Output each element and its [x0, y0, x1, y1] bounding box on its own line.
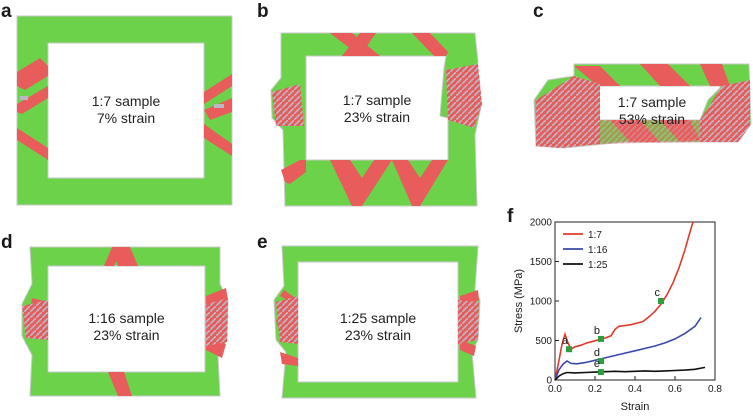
caption-b-sample: 1:7 sample	[342, 92, 412, 108]
panel-letter-c: c	[533, 1, 544, 22]
y-tick-label: 1500	[530, 257, 553, 268]
annotation-marker	[598, 358, 604, 365]
annotation-label: a	[562, 335, 569, 347]
annotation-marker	[566, 346, 572, 353]
caption-e: 1:25 sample 23% strain	[298, 310, 458, 344]
caption-a-strain: 7% strain	[96, 110, 156, 126]
caption-b-strain: 23% strain	[343, 109, 411, 125]
caption-e-sample: 1:25 sample	[339, 310, 417, 326]
frame-a	[16, 15, 233, 206]
series-line-1	[554, 221, 694, 381]
annotation-label: b	[594, 325, 600, 337]
failure-bands-b	[281, 33, 448, 206]
x-tick-label: 0.8	[708, 384, 722, 395]
annotation-marker	[598, 369, 604, 376]
x-tick-label: 0.4	[628, 384, 642, 395]
caption-e-strain: 23% strain	[344, 327, 412, 343]
damage-spots-a	[20, 96, 224, 108]
x-tick-label: 0.2	[588, 384, 602, 395]
y-tick-label: 1000	[530, 297, 553, 308]
annotation-label: c	[655, 287, 661, 299]
caption-a-sample: 1:7 sample	[91, 93, 161, 109]
chart-axes: 0 500 1000 1500 2000 0.0 0.2 0.4 0.6 0.8	[530, 218, 723, 396]
chart-legend: 1:7 1:16 1:25	[563, 230, 608, 271]
x-tick-label: 0.0	[548, 384, 562, 395]
caption-b: 1:7 sample 23% strain	[306, 92, 448, 126]
panel-letter-e: e	[257, 232, 268, 253]
frame-b	[270, 32, 483, 207]
panel-letter-d: d	[1, 232, 13, 253]
caption-c-strain: 53% strain	[618, 111, 686, 127]
x-tick-label: 0.6	[668, 384, 682, 395]
annotation-label: e	[594, 358, 600, 370]
y-tick-label: 2000	[530, 218, 553, 229]
panel-letter-f: f	[507, 206, 514, 227]
x-axis-label: Strain	[621, 401, 650, 413]
damage-zones-d	[22, 298, 228, 346]
caption-c-sample: 1:7 sample	[617, 94, 687, 110]
frame-e	[273, 245, 481, 399]
y-tick-label: 0	[546, 376, 552, 387]
series-line-3	[554, 366, 706, 381]
caption-d: 1:16 sample 23% strain	[48, 310, 205, 344]
legend-label: 1:7	[588, 230, 602, 241]
plot-frame	[554, 221, 716, 381]
y-axis-label: Stress (MPa)	[513, 269, 525, 333]
panel-letter-a: a	[1, 1, 12, 22]
annotation-marker	[598, 335, 604, 342]
legend-label: 1:25	[588, 260, 608, 271]
caption-a: 1:7 sample 7% strain	[48, 93, 204, 127]
damage-zones-e	[276, 296, 479, 344]
caption-d-sample: 1:16 sample	[88, 310, 165, 326]
frame-c	[533, 63, 752, 149]
series-line-2	[554, 317, 702, 381]
damage-zones-c	[536, 76, 750, 148]
damage-zones-b	[272, 64, 482, 128]
legend-label: 1:16	[588, 245, 608, 256]
caption-d-strain: 23% strain	[93, 327, 160, 343]
failure-bands-a	[17, 58, 232, 160]
chart-annotations: a b c de	[562, 287, 664, 376]
annotation-marker	[658, 298, 664, 304]
chart-series	[554, 221, 706, 381]
panel-letter-b: b	[257, 1, 269, 22]
frame-d	[21, 246, 229, 397]
caption-c: 1:7 sample 53% strain	[598, 94, 706, 128]
y-tick-label: 500	[535, 336, 552, 347]
annotation-label: d	[594, 347, 600, 359]
